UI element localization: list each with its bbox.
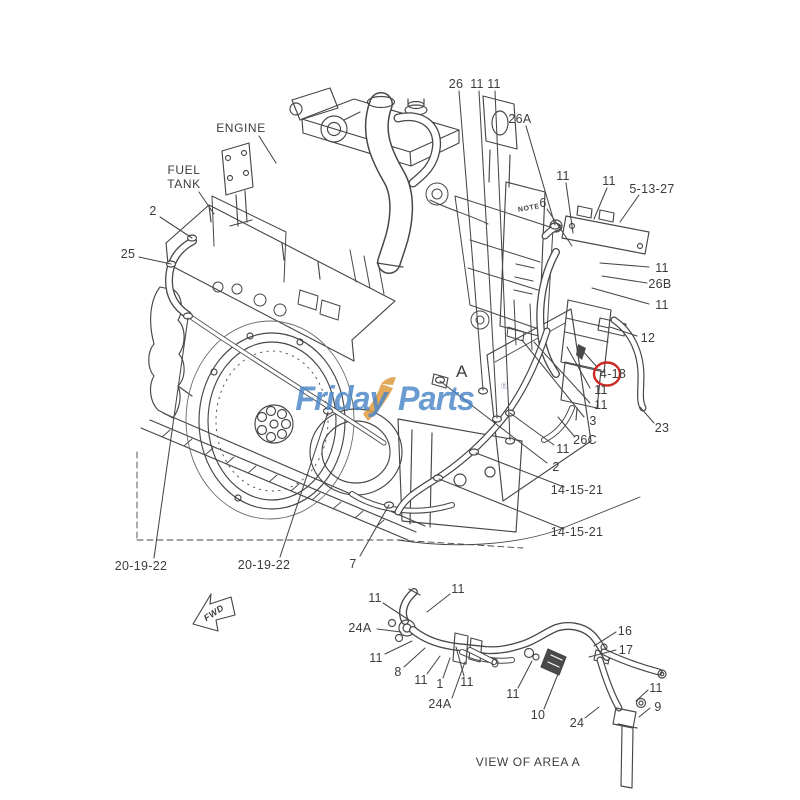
fuel-filter-assembly	[541, 205, 650, 421]
flywheel	[185, 320, 355, 520]
view-a-assembly	[387, 588, 667, 789]
hose-clips	[165, 222, 561, 509]
engine-body	[211, 182, 554, 351]
highlight-circle	[592, 361, 622, 387]
leader-lines	[138, 90, 655, 719]
fuel-tank	[165, 142, 396, 362]
engine-mount	[148, 286, 197, 419]
frame-rails	[136, 412, 641, 549]
hoses	[165, 237, 647, 516]
turbo-pipe	[364, 92, 442, 274]
gearbox	[309, 373, 523, 533]
fwd-arrow	[192, 593, 236, 632]
